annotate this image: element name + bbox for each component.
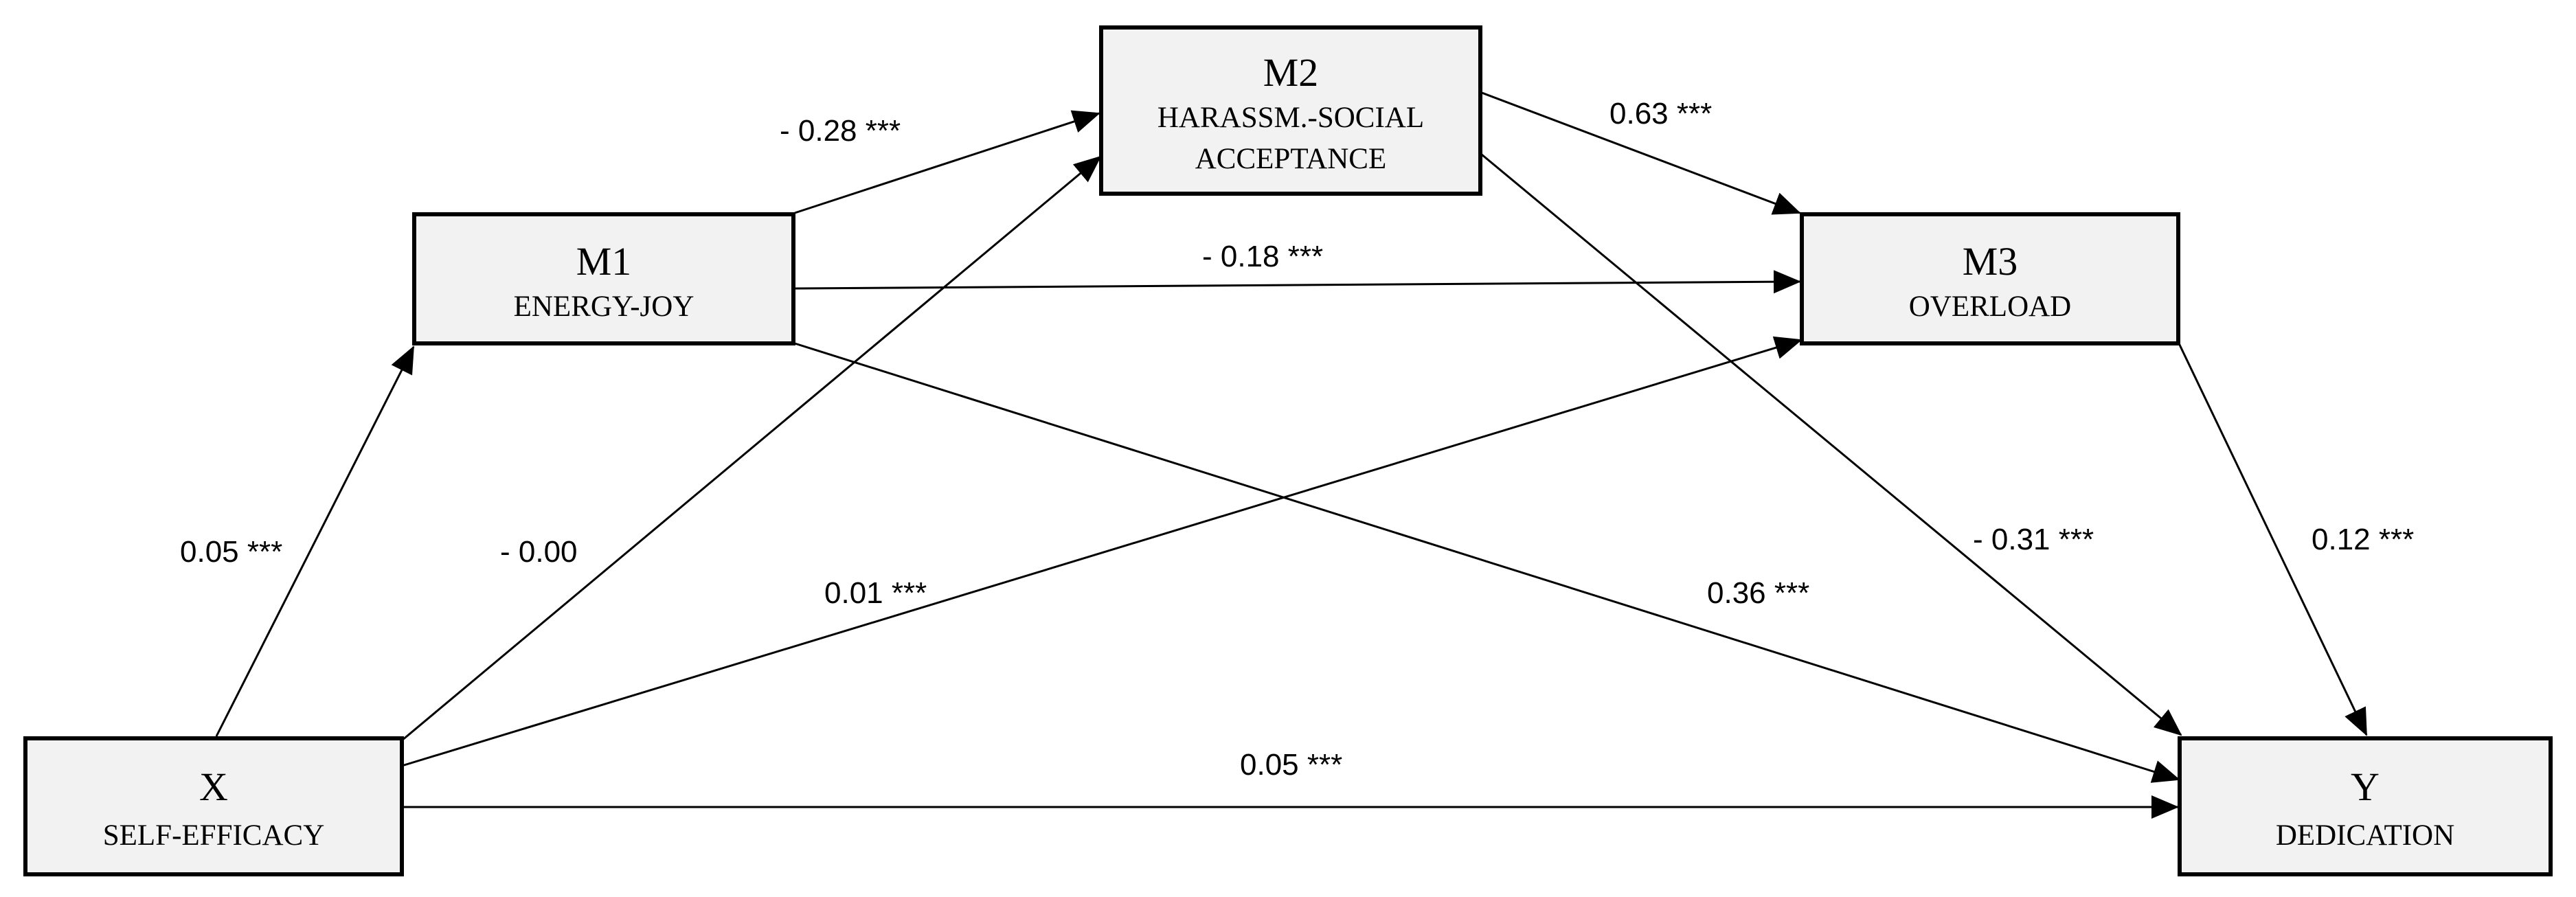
edge-label-m2-y: - 0.31 *** [1973, 523, 2094, 556]
edge-m2-y [1481, 153, 2182, 736]
edge-label-m1-y: 0.36 *** [1707, 576, 1809, 610]
node-y-box [2178, 736, 2553, 876]
node-m1-subtitle: ENERGY-JOY [514, 291, 694, 323]
node-m2: M2 HARASSM.-SOCIAL ACCEPTANCE [1099, 25, 1482, 196]
node-m3-subtitle: OVERLOAD [1909, 291, 2071, 323]
edge-label-x-y: 0.05 *** [1240, 748, 1342, 782]
node-x-box [23, 736, 404, 876]
node-y-title: Y [2351, 764, 2380, 809]
node-m2-box [1099, 25, 1482, 196]
edge-labels: 0.05 *** - 0.00 0.01 *** 0.05 *** - 0.28… [180, 97, 2414, 782]
edge-label-x-m3: 0.01 *** [824, 576, 927, 610]
edge-m2-m3 [1481, 91, 1801, 215]
edge-m1-y [794, 342, 2180, 783]
edges [215, 91, 2368, 819]
edge-label-m1-m3: - 0.18 *** [1202, 240, 1323, 273]
edge-label-x-m2: - 0.00 [500, 535, 578, 569]
edge-label-x-m1: 0.05 *** [180, 535, 282, 569]
node-m2-subtitle-line2: ACCEPTANCE [1195, 143, 1386, 175]
edge-m3-y [2178, 343, 2368, 736]
node-x-subtitle: SELF-EFFICACY [103, 819, 325, 852]
edge-m1-m3 [794, 270, 1801, 294]
node-y: Y DEDICATION [2178, 736, 2553, 876]
node-m3-box [1800, 212, 2180, 345]
edge-m1-m2 [794, 110, 1100, 214]
node-m1-box [412, 212, 795, 345]
node-m2-subtitle-line1: HARASSM.-SOCIAL [1157, 102, 1424, 134]
edge-label-m2-m3: 0.63 *** [1609, 97, 1712, 130]
edge-x-m1 [215, 345, 415, 737]
node-m1: M1 ENERGY-JOY [412, 212, 795, 345]
node-m3-title: M3 [1963, 239, 2018, 284]
edge-label-m3-y: 0.12 *** [2312, 523, 2414, 556]
node-m2-title: M2 [1263, 50, 1319, 95]
node-m3: M3 OVERLOAD [1800, 212, 2180, 345]
edge-x-m2 [401, 155, 1102, 742]
edge-label-m1-m2: - 0.28 *** [780, 114, 901, 148]
node-y-subtitle: DEDICATION [2276, 819, 2454, 852]
node-x: X SELF-EFFICACY [23, 736, 404, 876]
node-x-title: X [199, 764, 228, 809]
node-m1-title: M1 [576, 239, 632, 284]
edge-x-m3 [401, 336, 1803, 767]
